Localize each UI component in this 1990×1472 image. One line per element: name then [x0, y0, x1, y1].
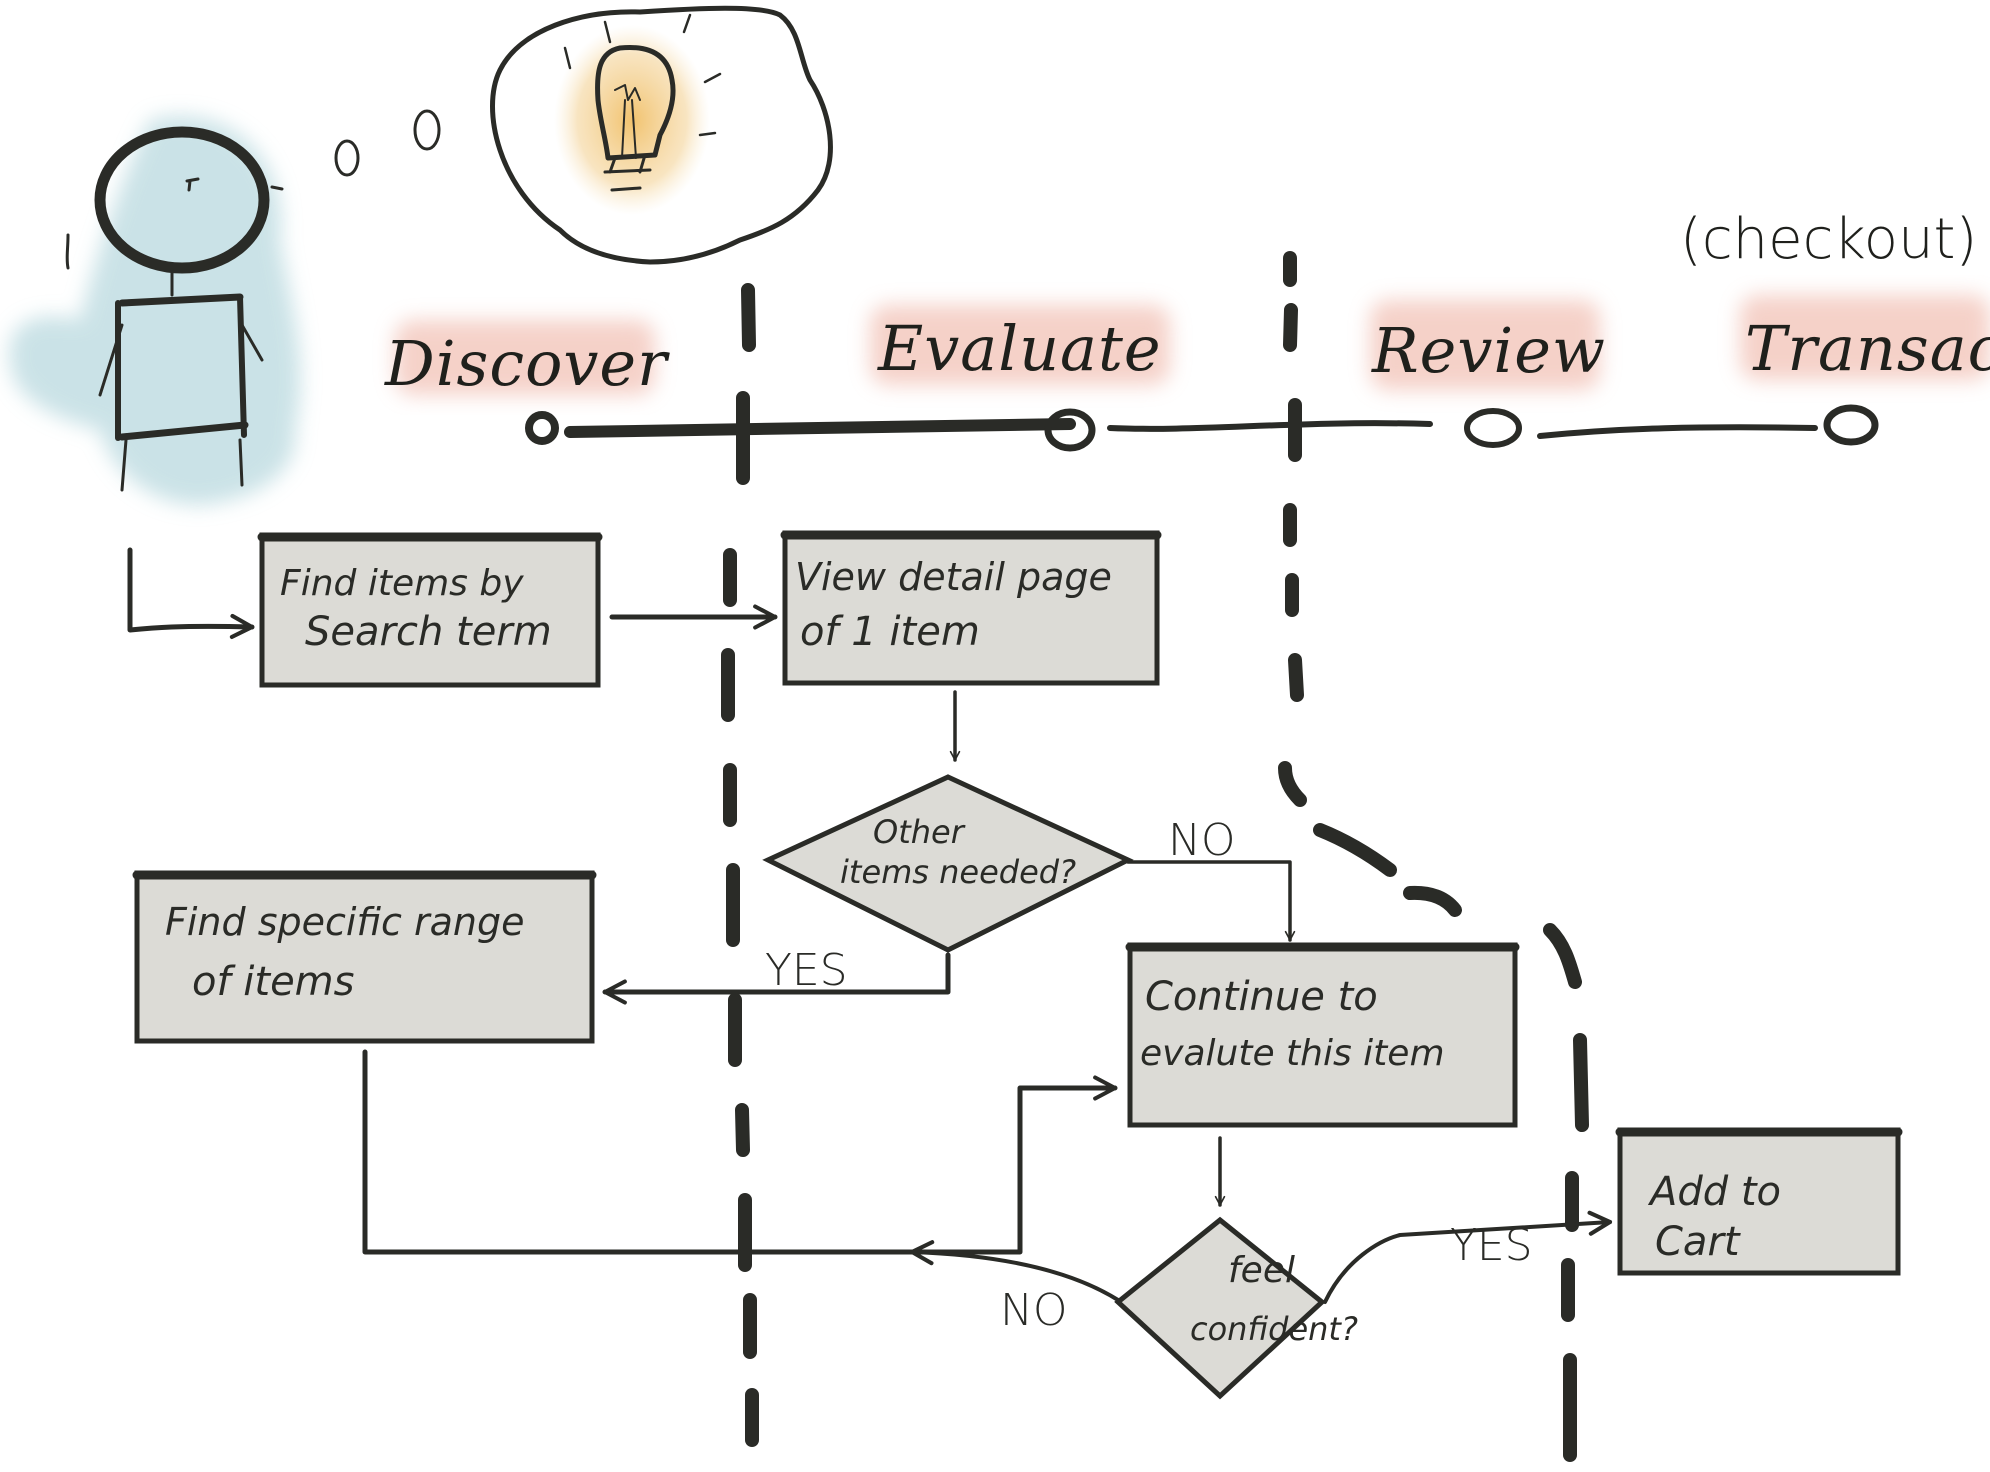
timeline-node-transact	[1823, 404, 1879, 446]
phase-review: Review	[1371, 314, 1606, 387]
decision-other-items: Other items needed?	[762, 774, 1134, 953]
node-find-range-line2: of items	[192, 959, 354, 1005]
persona-watercolor-wash	[9, 116, 301, 505]
entry-arrow	[127, 547, 255, 639]
phase-discover: Discover	[384, 327, 670, 400]
node-add-to-cart: Add to Cart	[1615, 1127, 1903, 1276]
phase-highlights	[395, 295, 1990, 395]
edge-confident-no-label: NO	[1000, 1285, 1068, 1336]
edge-range-to-continue	[362, 1049, 1118, 1255]
edge-other-yes-label: YES	[765, 945, 848, 996]
decision-other-items-line1: Other	[873, 813, 966, 851]
decision-feel-confident: feel confident?	[1114, 1216, 1358, 1400]
node-continue-eval-line1: Continue to	[1145, 974, 1378, 1020]
edge-confident-yes	[1323, 1210, 1613, 1304]
phase-transact-note: (checkout)	[1680, 207, 1977, 272]
decision-feel-confident-line1: feel	[1228, 1250, 1295, 1291]
timeline-node-review	[1464, 408, 1522, 448]
lightbulb-icon	[554, 13, 722, 215]
edge-other-yes	[602, 952, 951, 1005]
phase-timeline	[525, 404, 1879, 452]
node-view-detail: View detail page of 1 item	[780, 530, 1162, 686]
timeline-node-evaluate	[1044, 408, 1096, 452]
node-find-by-search-line2: Search term	[305, 609, 552, 655]
thought-bubble	[270, 5, 833, 265]
persona	[9, 116, 301, 505]
phase-divider-2	[1278, 251, 1589, 1462]
decision-other-items-line2: items needed?	[840, 853, 1076, 891]
node-find-range-line1: Find specific range	[165, 900, 524, 944]
node-view-detail-line1: View detail page	[795, 555, 1112, 599]
phase-labels: Discover Evaluate Review Transact (check…	[384, 207, 1990, 400]
node-continue-eval: Continue to evalute this item	[1125, 942, 1520, 1128]
timeline-node-discover	[525, 411, 559, 445]
node-find-range: Find specific range of items	[132, 870, 597, 1044]
node-find-by-search: Find items by Search term	[257, 532, 603, 688]
node-find-by-search-line1: Find items by	[280, 563, 524, 604]
node-add-to-cart-line2: Cart	[1655, 1219, 1741, 1265]
node-continue-eval-line2: evalute this item	[1140, 1033, 1445, 1074]
stick-figure-icon	[65, 126, 270, 492]
node-view-detail-line2: of 1 item	[800, 609, 980, 655]
phase-transact: Transact	[1745, 312, 1990, 385]
edge-confident-no	[909, 1240, 1120, 1302]
phase-evaluate: Evaluate	[877, 312, 1162, 385]
node-add-to-cart-line1: Add to	[1647, 1169, 1781, 1215]
phase-divider-1	[721, 283, 759, 1447]
edge-confident-yes-label: YES	[1450, 1220, 1533, 1271]
decision-feel-confident-line2: confident?	[1190, 1310, 1358, 1348]
edge-other-no	[1126, 860, 1296, 942]
edge-other-no-label: NO	[1168, 815, 1236, 866]
